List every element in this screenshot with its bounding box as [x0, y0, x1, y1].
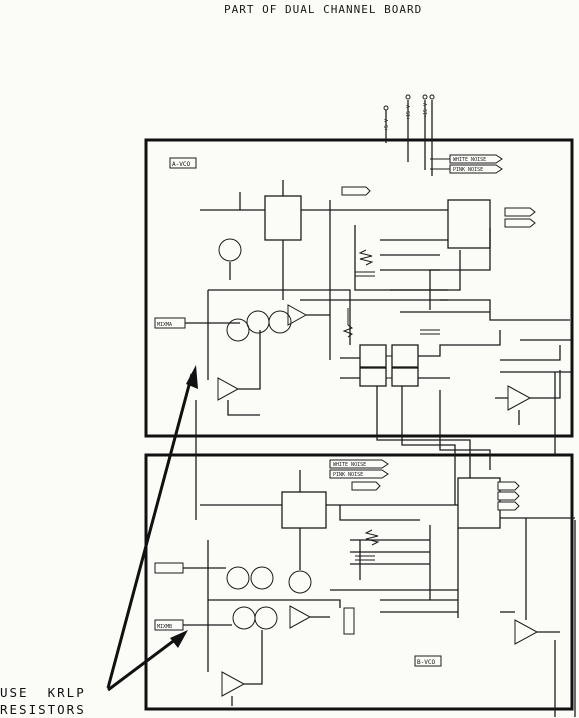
- note-line-2: RESISTORS: [0, 702, 86, 717]
- svg-text:MIXMA: MIXMA: [157, 322, 172, 328]
- resistor-note: USE KRLP RESISTORS: [0, 684, 86, 718]
- pink-noise-tag-b: [329, 469, 389, 479]
- ic-a2: [447, 199, 491, 249]
- b-vco-circuit: B-VCO WHITE NOISE PINK NOISE MIXMB: [154, 459, 575, 706]
- gate-a2: [391, 344, 419, 368]
- svg-text:MIXMB: MIXMB: [157, 624, 172, 630]
- svg-text:PINK NOISE: PINK NOISE: [333, 472, 363, 478]
- b-vco-label: B-VCO: [417, 659, 435, 666]
- inter-block-wiring: [195, 372, 576, 717]
- b-vco-frame: [144, 453, 574, 711]
- supply-lines: +5 V +15 V -15 V: [383, 94, 435, 176]
- arrow-head-icon: [170, 630, 188, 648]
- opamp-b2: [221, 671, 246, 697]
- white-noise-tag-b: [329, 459, 389, 469]
- page-title: PART OF DUAL CHANNEL BOARD: [224, 3, 423, 16]
- a-vco-label: A-VCO: [172, 161, 190, 168]
- white-noise-tag-a: [449, 154, 503, 164]
- gate-a1: [359, 344, 387, 368]
- arrow-head-icon: [186, 365, 198, 389]
- a-vco-circuit: A-VCO WHITE NOISE PINK NOISE MIXMA: [154, 154, 572, 425]
- note-line-1: USE KRLP: [0, 685, 86, 700]
- callout-arrows: [106, 365, 198, 692]
- ic-b1: [281, 491, 327, 529]
- svg-text:+5 V: +5 V: [384, 119, 390, 131]
- ic-b2: [457, 477, 501, 529]
- opamp-a1: [217, 377, 240, 401]
- gate-a3: [359, 367, 387, 387]
- svg-text:PINK NOISE: PINK NOISE: [453, 167, 483, 173]
- svg-text:WHITE NOISE: WHITE NOISE: [333, 462, 366, 468]
- opamp-a2: [507, 385, 532, 411]
- gate-a4: [391, 367, 419, 387]
- opamp-b3: [289, 605, 312, 629]
- opamp-b1: [514, 619, 539, 645]
- svg-text:-15 V: -15 V: [423, 103, 429, 118]
- svg-text:WHITE NOISE: WHITE NOISE: [453, 157, 486, 163]
- svg-text:+15 V: +15 V: [406, 105, 412, 120]
- pink-noise-tag-a: [449, 164, 503, 174]
- a-vco-frame: [144, 138, 574, 438]
- ic-a1: [264, 195, 302, 241]
